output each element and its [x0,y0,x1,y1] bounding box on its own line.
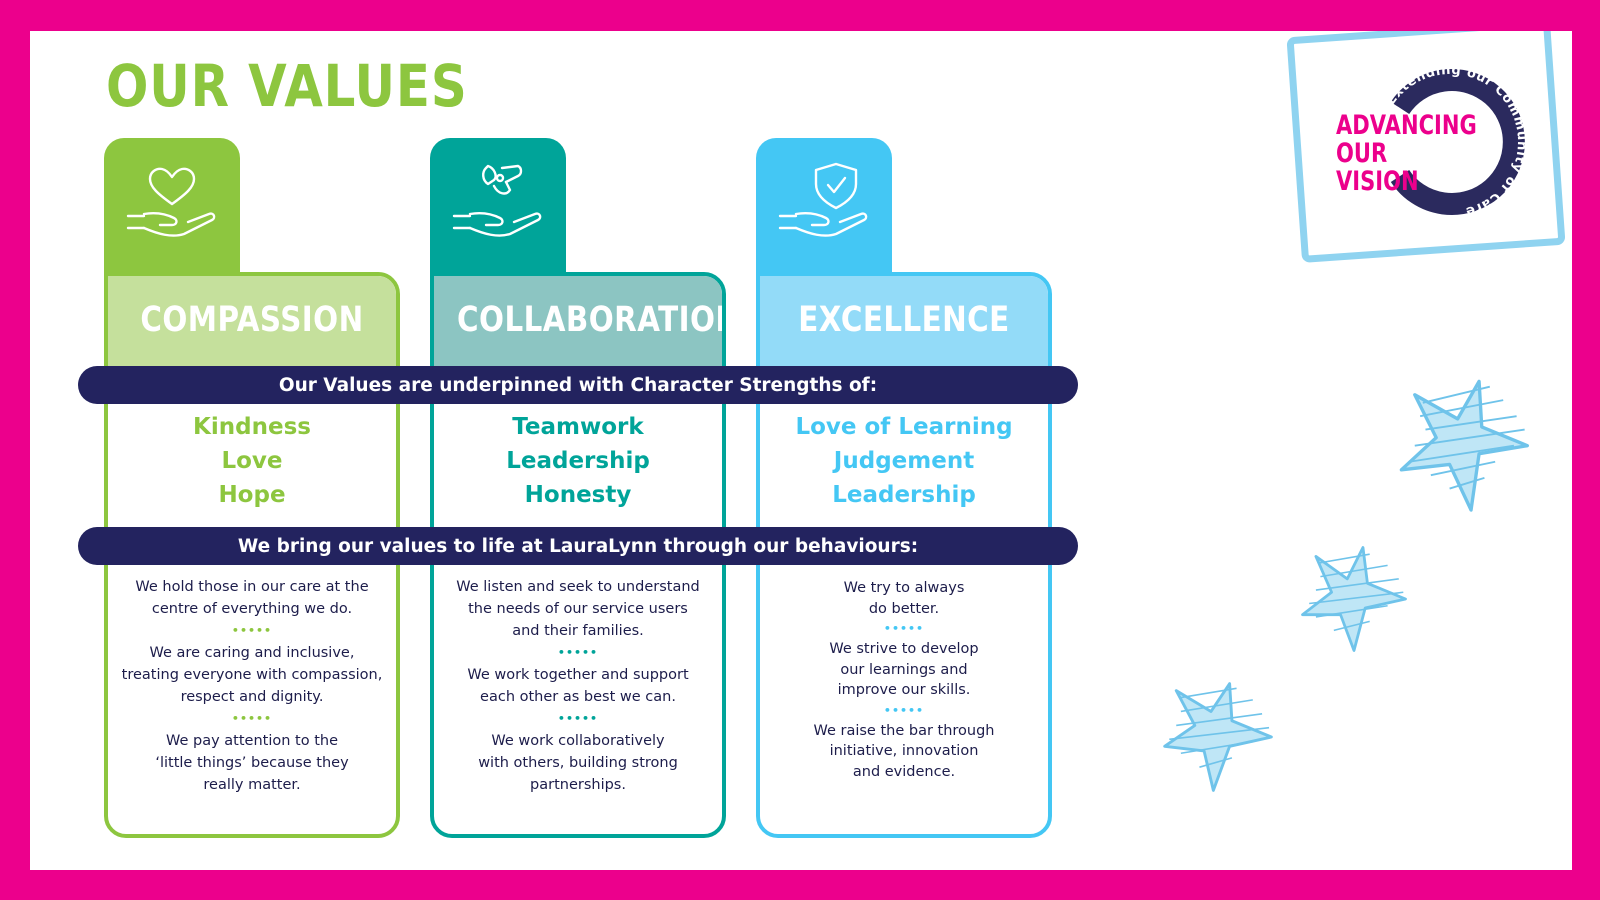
strength-item: Teamwork [512,414,644,440]
behaviour-item: We raise the bar through initiative, inn… [813,722,995,780]
decorative-star-icon [1301,546,1407,652]
page-title: OUR VALUES [106,52,468,120]
behaviour-item: We are caring and inclusive, treating ev… [121,645,383,705]
behaviours-banner: We bring our values to life at LauraLynn… [78,527,1078,565]
decorative-star-icon [1163,682,1273,792]
value-column-excellence: EXCELLENCE Love of Learning Judgement Le… [756,138,1052,838]
value-card-header: COMPASSION [108,276,396,368]
value-card-header: COLLABORATION [434,276,722,368]
logo-title: ADVANCING OUR VISION [1336,110,1477,197]
value-card-header: EXCELLENCE [760,276,1048,368]
value-icon-tab [756,138,892,278]
behaviours-list: We hold those in our care at the centre … [104,576,400,796]
strength-item: Love of Learning [795,414,1013,440]
dot-divider: ••••• [557,712,599,725]
character-strengths: Love of Learning Judgement Leadership [756,410,1052,512]
strength-item: Honesty [524,482,632,508]
dot-divider: ••••• [557,646,599,659]
strength-item: Love [221,448,283,474]
behaviour-item: We pay attention to the ‘little things’ … [155,733,349,793]
character-strengths: Teamwork Leadership Honesty [430,410,726,512]
value-icon-tab [104,138,240,278]
strength-item: Hope [218,482,286,508]
behaviours-list: We try to always do better. ••••• We str… [756,578,1052,782]
strength-item: Leadership [506,448,650,474]
dot-divider: ••••• [231,712,273,725]
heart-in-hand-icon [126,167,216,237]
value-name: EXCELLENCE [798,300,1010,340]
behaviour-item: We work together and support each other … [467,667,689,705]
strength-item: Leadership [832,482,976,508]
strengths-banner: Our Values are underpinned with Characte… [78,366,1078,404]
shield-check-in-hand-icon [778,162,868,237]
strength-item: Judgement [833,448,975,474]
behaviour-item: We strive to develop our learnings and i… [829,641,979,698]
behaviour-item: We work collaboratively with others, bui… [478,733,678,793]
dot-divider: ••••• [883,703,925,717]
logo-line-2: OUR VISION [1336,138,1419,197]
dot-divider: ••••• [231,624,273,637]
logo-ring-icon: Extending our Community of Care [1384,63,1529,219]
value-name: COMPASSION [140,300,364,340]
behaviours-list: We listen and seek to understand the nee… [430,576,726,796]
strength-item: Kindness [193,414,311,440]
logo-line-1: ADVANCING [1336,110,1477,141]
value-column-collaboration: COLLABORATION Teamwork Leadership Honest… [430,138,726,838]
behaviour-item: We hold those in our care at the centre … [135,579,369,617]
dot-divider: ••••• [883,622,925,635]
value-column-compassion: COMPASSION Kindness Love Hope We hold th… [104,138,400,838]
decorative-star-icon [1399,379,1529,512]
joined-hands-icon [452,164,542,237]
value-icon-tab [430,138,566,278]
behaviour-item: We try to always do better. [843,580,965,617]
behaviour-item: We listen and seek to understand the nee… [456,579,700,639]
value-name: COLLABORATION [457,300,726,340]
character-strengths: Kindness Love Hope [104,410,400,512]
